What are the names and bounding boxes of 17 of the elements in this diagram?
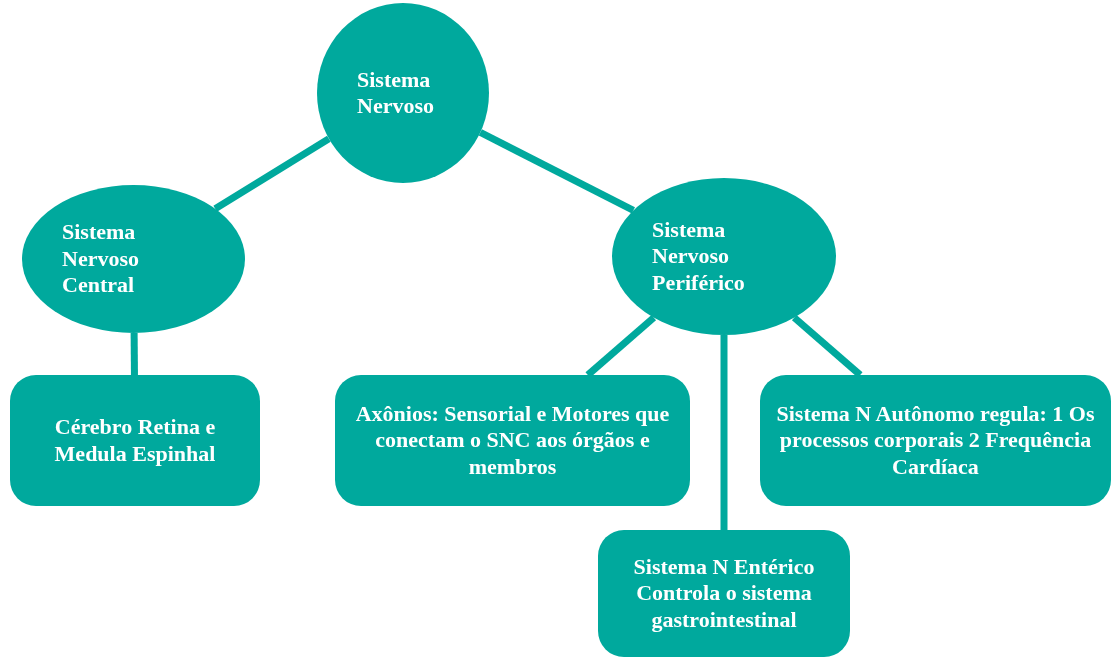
node-label: Sistema Nervoso Periférico [652,216,746,297]
node-label: Sistema N Autônomo regula: 1 Os processos corporais 2 Frequência Cardíaca [775,400,1096,481]
node-label: Sistema Nervoso [357,66,435,120]
node-label: Axônios: Sensorial e Motores que conectam o SNC aos órgãos e membros [354,400,671,481]
node-label: Sistema N Entérico Controla o sistema gastrointestinal [632,553,816,634]
node-label: Cérebro Retina e Medula Espinhal [53,414,217,467]
connector-line [213,135,331,212]
node-label: Sistema Nervoso Central [62,219,140,299]
topic-box [335,375,690,506]
topic-box [10,375,260,506]
connector-line [130,332,138,376]
connector-line [585,315,657,378]
connector-line [720,335,728,530]
topic-box [760,375,1111,506]
connector-line [791,315,863,378]
topic-box [598,530,850,657]
connector-line [478,129,635,214]
